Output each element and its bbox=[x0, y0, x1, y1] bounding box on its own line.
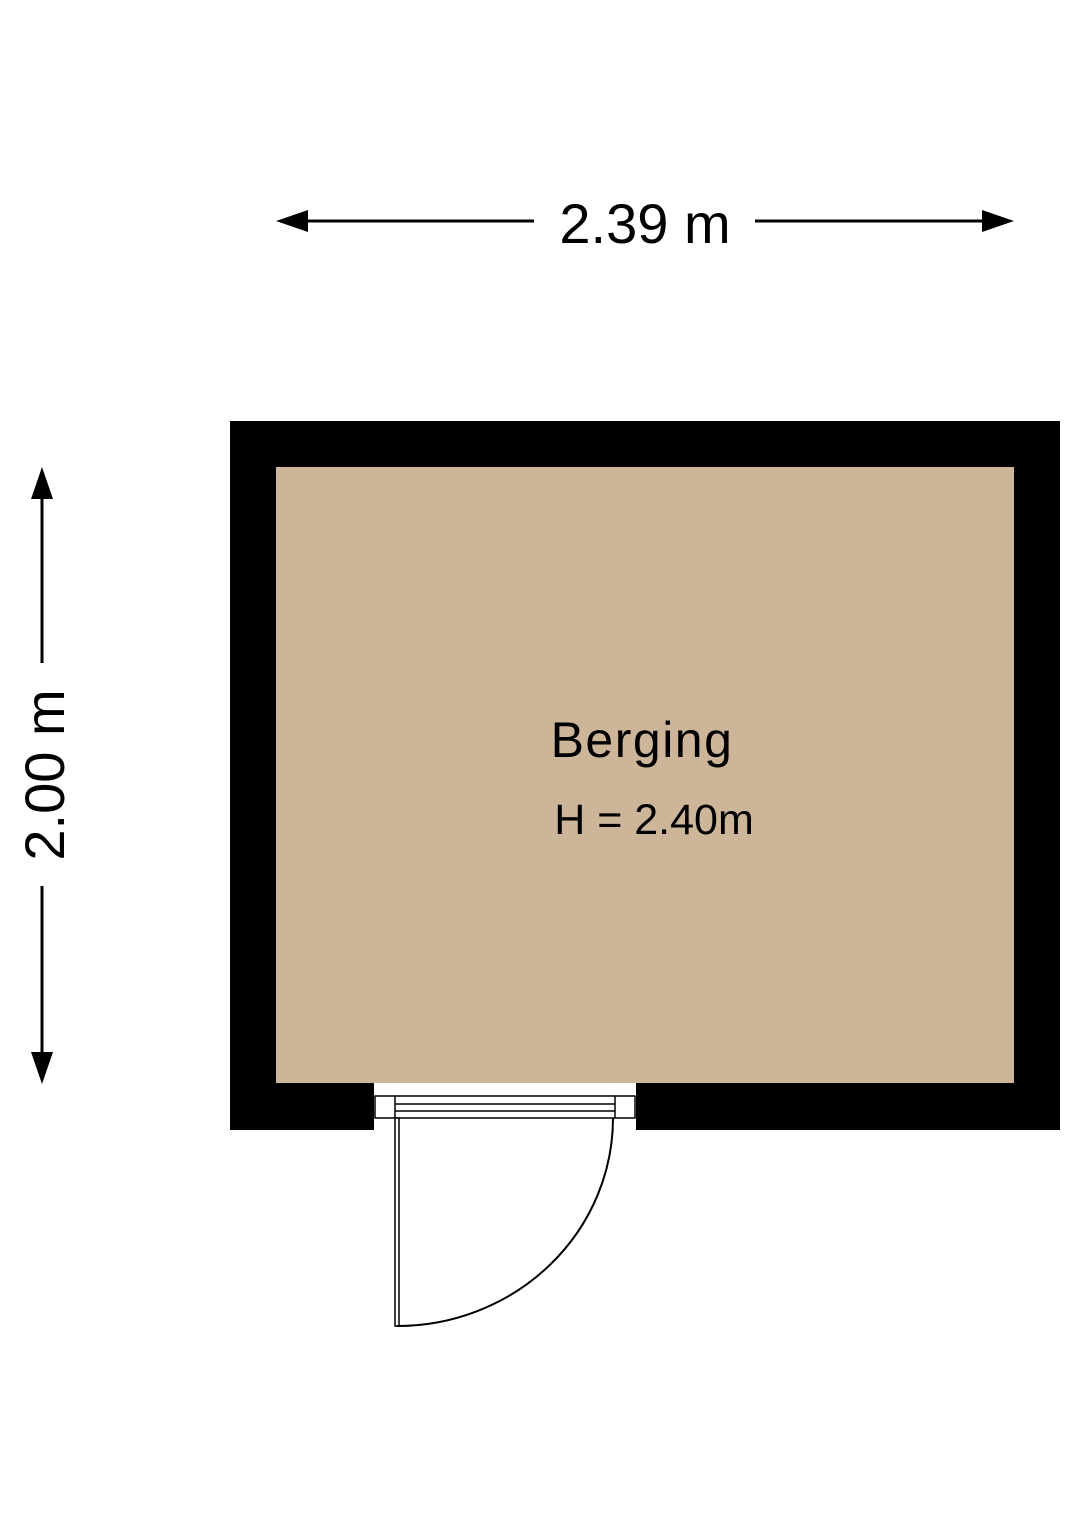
door-frame-right bbox=[614, 1095, 636, 1119]
width-label: 2.39 m bbox=[559, 192, 730, 255]
door bbox=[374, 1083, 636, 1327]
room-height: H = 2.40m bbox=[554, 796, 754, 844]
door-frame-left bbox=[374, 1095, 396, 1119]
door-opening bbox=[374, 1083, 636, 1130]
height-arrow-top bbox=[31, 467, 53, 499]
height-label: 2.00 m bbox=[13, 689, 76, 860]
height-arrow-bottom bbox=[31, 1052, 53, 1084]
door-swing-arc bbox=[396, 1117, 614, 1327]
door-leaf bbox=[394, 1117, 400, 1327]
width-arrow-left bbox=[276, 210, 308, 232]
room-name: Berging bbox=[551, 712, 734, 768]
room-floor bbox=[276, 467, 1014, 1083]
width-dimension: 2.39 m bbox=[276, 192, 1014, 255]
height-dimension: 2.00 m bbox=[13, 467, 76, 1084]
width-arrow-right bbox=[982, 210, 1014, 232]
